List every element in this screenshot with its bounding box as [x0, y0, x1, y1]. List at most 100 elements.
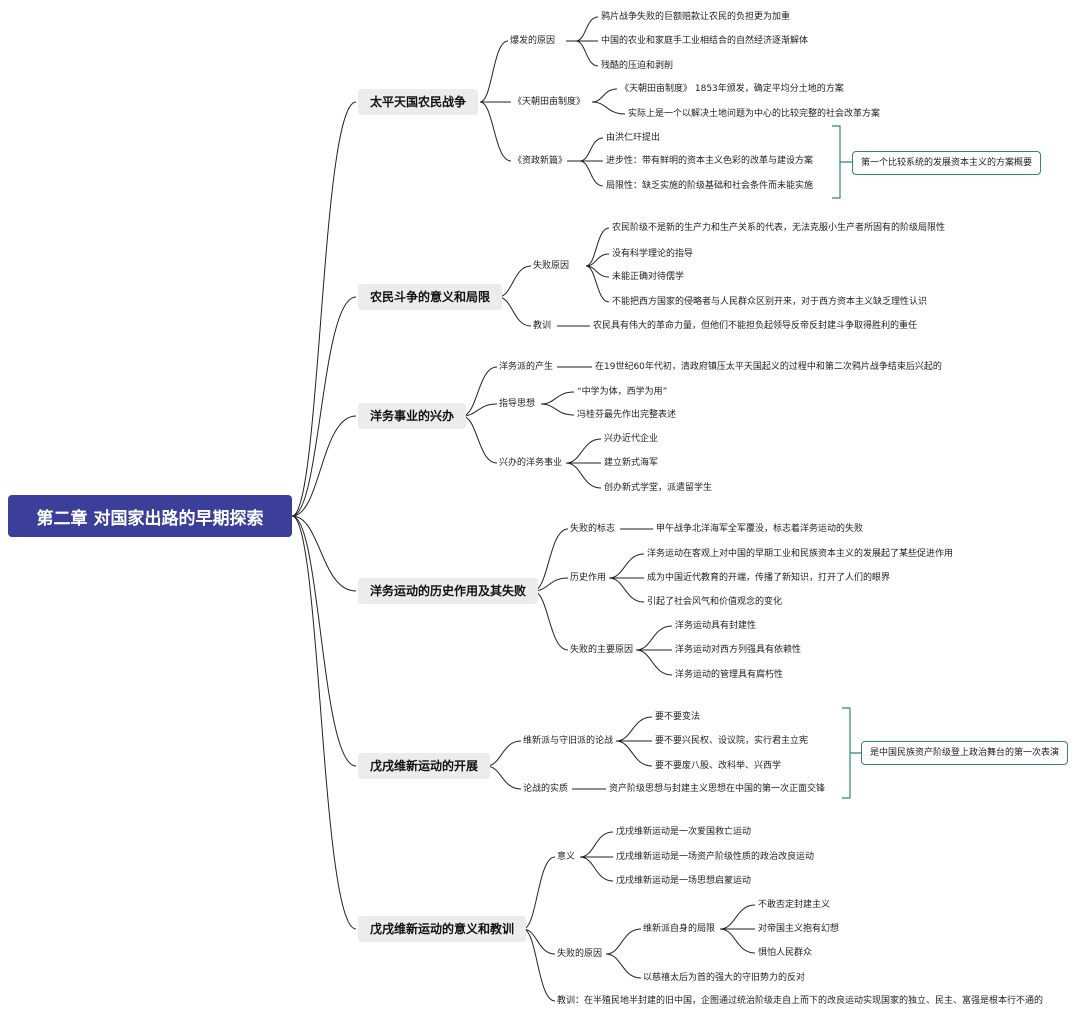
branch-topic[interactable]: 洋务事业的兴办: [358, 403, 467, 429]
branch-topic[interactable]: 洋务运动的历史作用及其失败: [358, 578, 539, 604]
subtopic[interactable]: 论战的实质: [523, 784, 569, 794]
subtopic[interactable]: 教训：在半殖民地半封建的旧中国，企图通过统治阶级走自上而下的改良运动实现国家的独…: [557, 996, 1044, 1006]
subtopic[interactable]: 洋务派的产生: [499, 362, 554, 372]
leaf-topic[interactable]: 戊戌维新运动是一次爱国救亡运动: [616, 827, 752, 837]
root-topic[interactable]: 第二章 对国家出路的早期探索: [8, 495, 292, 537]
connector-line: [461, 415, 498, 464]
branch-topic[interactable]: 戊戌维新运动的开展: [358, 753, 491, 779]
leaf-topic[interactable]: 在19世纪60年代初，清政府镇压太平天国起义的过程中和第二次鸦片战争结束后兴起的: [595, 362, 942, 372]
leaf-topic[interactable]: 冯桂芬最先作出完整表述: [577, 410, 677, 420]
connector-line: [579, 160, 604, 187]
connector-line: [291, 415, 357, 517]
connector-line: [479, 101, 512, 162]
connector-line: [719, 928, 756, 954]
leaf-topic[interactable]: 戊戌维新运动是一场资产阶级性质的政治改良运动: [616, 852, 815, 862]
leaf-topic[interactable]: 农民阶级不是新的生产力和生产关系的代表，无法克服小生产者所固有的阶级局限性: [612, 223, 946, 233]
connector-line: [608, 553, 645, 579]
subtopic[interactable]: 教训: [533, 321, 552, 331]
leaf-topic[interactable]: 洋务运动对西方列强具有依赖性: [675, 645, 802, 655]
connector-line: [291, 101, 357, 517]
connector-line: [605, 953, 642, 979]
leaf-topic[interactable]: 要不要废八股、改科举、兴西学: [655, 761, 782, 771]
leaf-topic[interactable]: 惧怕人民群众: [758, 948, 813, 958]
subtopic[interactable]: 失败的原因: [557, 949, 603, 959]
connector-line: [291, 515, 357, 592]
connector-line: [575, 16, 599, 42]
subtopic[interactable]: 维新派自身的局限: [643, 924, 716, 934]
leaf-topic[interactable]: 洋务运动具有封建性: [675, 621, 757, 631]
subtopic[interactable]: 历史作用: [570, 573, 607, 583]
leaf-topic[interactable]: 要不要变法: [655, 712, 701, 722]
subtopic[interactable]: 《资政新篇》: [513, 156, 568, 166]
connector-line: [579, 137, 604, 162]
connector-line: [579, 831, 614, 858]
leaf-topic[interactable]: 进步性：带有鲜明的资本主义色彩的改革与建设方案: [606, 156, 814, 166]
leaf-topic[interactable]: 不敢否定封建主义: [758, 900, 831, 910]
leaf-topic[interactable]: 没有科学理论的指导: [612, 249, 694, 259]
branch-topic[interactable]: 农民斗争的意义和局限: [358, 284, 503, 310]
leaf-topic[interactable]: 创办新式学堂，派遣留学生: [604, 483, 713, 493]
connector-line: [532, 528, 569, 592]
leaf-topic[interactable]: 不能把西方国家的侵略者与人民群众区别开来，对于西方资本主义缺乏理性认识: [612, 297, 928, 307]
connector-line: [532, 577, 569, 592]
connector-line: [485, 740, 522, 767]
subtopic[interactable]: 失败的主要原因: [570, 645, 634, 655]
subtopic[interactable]: 指导思想: [499, 399, 536, 409]
leaf-topic[interactable]: 对帝国主义抱有幻想: [758, 924, 840, 934]
connector-line: [291, 296, 357, 517]
connector-line: [608, 577, 645, 603]
connector-line: [461, 366, 498, 417]
connector-line: [565, 438, 602, 464]
leaf-topic[interactable]: 戊戌维新运动是一场思想启蒙运动: [616, 876, 752, 886]
connector-line: [615, 740, 653, 767]
leaf-topic[interactable]: 中国的农业和家庭手工业相结合的自然经济逐渐解体: [601, 36, 809, 46]
leaf-topic[interactable]: 引起了社会风气和价值观念的变化: [647, 597, 783, 607]
connector-line: [540, 403, 575, 416]
leaf-topic[interactable]: “中学为体，西学为用”: [577, 387, 668, 397]
leaf-topic[interactable]: 洋务运动的管理具有腐朽性: [675, 670, 784, 680]
leaf-topic[interactable]: 以慈禧太后为首的强大的守旧势力的反对: [643, 973, 806, 983]
connector-line: [591, 88, 618, 103]
subtopic[interactable]: 失败的标志: [570, 524, 616, 534]
branch-topic[interactable]: 戊戌维新运动的意义和教训: [358, 916, 527, 942]
leaf-topic[interactable]: 洋务运动在客观上对中国的早期工业和民族资本主义的发展起了某些促进作用: [647, 549, 954, 559]
leaf-topic[interactable]: 实际上是一个以解决土地问题为中心的比较完整的社会改革方案: [628, 109, 881, 119]
leaf-topic[interactable]: 要不要兴民权、设议院，实行君主立宪: [655, 736, 809, 746]
leaf-topic[interactable]: 成为中国近代教育的开端，传播了新知识，打开了人们的眼界: [647, 573, 891, 583]
branch-topic[interactable]: 太平天国农民战争: [358, 89, 479, 115]
connector-line: [575, 40, 599, 67]
summary-bracket: [842, 707, 861, 799]
connector-line: [615, 716, 653, 742]
leaf-topic[interactable]: 残酷的压迫和剥削: [601, 61, 674, 71]
leaf-topic[interactable]: 鸦片战争失败的巨额赔款让农民的负担更为加重: [601, 12, 791, 22]
leaf-topic[interactable]: 《天朝田亩制度》 1853年颁发，确定平均分土地的方案: [620, 84, 844, 94]
subtopic[interactable]: 《天朝田亩制度》: [513, 97, 586, 107]
leaf-topic[interactable]: 建立新式海军: [604, 458, 659, 468]
leaf-topic[interactable]: 资产阶级思想与封建主义思想在中国的第一次正面交锋: [609, 784, 826, 794]
leaf-topic[interactable]: 兴办近代企业: [604, 434, 659, 444]
subtopic[interactable]: 失败原因: [533, 261, 570, 271]
summary-callout[interactable]: 第一个比较系统的发展资本主义的方案概要: [852, 151, 1042, 175]
connector-line: [579, 856, 614, 882]
subtopic[interactable]: 意义: [557, 852, 576, 862]
connector-line: [497, 296, 532, 327]
summary-callout[interactable]: 是中国民族资产阶级登上政治舞台的第一次表演: [861, 741, 1069, 765]
leaf-topic[interactable]: 农民具有伟大的革命力量，但他们不能担负起领导反帝反封建斗争取得胜利的重任: [593, 321, 918, 331]
leaf-topic[interactable]: 由洪仁玕提出: [606, 133, 661, 143]
connector-line: [635, 625, 673, 651]
subtopic[interactable]: 维新派与守旧派的论战: [523, 736, 614, 746]
connector-line: [635, 649, 673, 676]
connector-line: [497, 265, 532, 298]
leaf-topic[interactable]: 局限性：缺乏实施的阶级基础和社会条件而未能实施: [606, 181, 814, 191]
connector-line: [605, 928, 642, 955]
connector-line: [291, 515, 357, 767]
leaf-topic[interactable]: 未能正确对待儒学: [612, 272, 685, 282]
subtopic[interactable]: 爆发的原因: [510, 36, 556, 46]
connector-line: [540, 391, 575, 405]
connector-line: [719, 904, 756, 930]
leaf-topic[interactable]: 甲午战争北洋海军全军覆没，标志着洋务运动的失败: [656, 524, 864, 534]
subtopic[interactable]: 兴办的洋务事业: [499, 458, 563, 468]
connector-line: [585, 265, 610, 303]
